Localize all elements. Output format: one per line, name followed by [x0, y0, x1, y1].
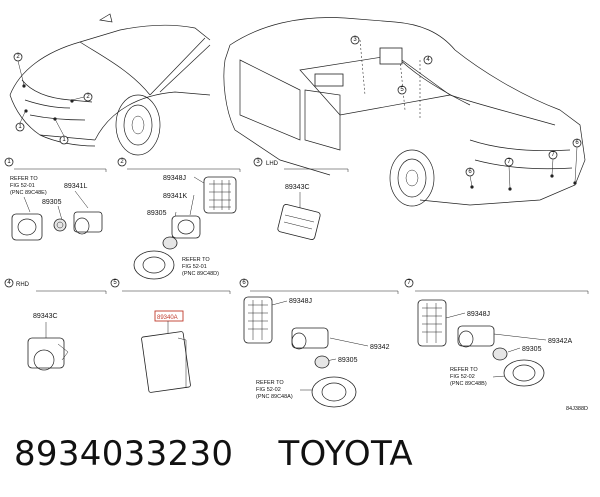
svg-text:1: 1: [62, 137, 66, 143]
panel-1-refer-line-2: FIG 52-01: [10, 183, 35, 189]
panel-1-refer-line-1: REFER TO: [10, 176, 38, 182]
svg-text:4: 4: [426, 57, 430, 63]
panel-4: 4 RHD 89343C: [4, 278, 107, 371]
panel-1-refer-line-3: (PNC 89C48E): [10, 190, 47, 196]
panel-2-refer-line-3: (PNC 89C48D): [182, 271, 219, 277]
panel-4-qualifier: RHD: [16, 282, 30, 288]
svg-text:2: 2: [16, 54, 20, 60]
svg-text:7: 7: [551, 152, 555, 158]
bottom-caption: 8934033230 TOYOTA: [14, 434, 594, 484]
panel-3-part-89343C: 89343C: [285, 184, 310, 191]
panel-7: 7 89348J 89342A 89305 REFER TO FIG 52-02…: [404, 278, 589, 387]
panel-1-id: 1: [7, 159, 11, 165]
diagram-code: 84J388D: [566, 406, 588, 412]
panel-7-refer-line-2: FIG 52-02: [450, 374, 475, 380]
panel-4-id: 4: [7, 280, 11, 286]
panel-7-refer-line-3: (PNC 89C48B): [450, 381, 487, 387]
svg-text:7: 7: [507, 159, 511, 165]
svg-text:5: 5: [400, 87, 404, 93]
panel-6: 6 89348J 89342 89305 REFER TO FIG 52-02 …: [239, 278, 399, 408]
panel-7-refer-line-1: REFER TO: [450, 367, 478, 373]
svg-text:3: 3: [353, 37, 357, 43]
panel-7-part-89348J: 89348J: [467, 311, 490, 318]
panel-6-id: 6: [242, 280, 246, 286]
svg-text:1: 1: [18, 124, 22, 130]
panel-3-id: 3: [256, 159, 260, 165]
panel-7-part-89305: 89305: [522, 346, 542, 353]
panel-6-part-89342: 89342: [370, 344, 390, 351]
panel-7-part-89342A: 89342A: [548, 338, 572, 345]
caption-brand: TOYOTA: [278, 434, 413, 474]
svg-text:2: 2: [86, 94, 90, 100]
panel-2-part-89348J: 89348J: [163, 175, 186, 182]
panel-3-qualifier: LHD: [266, 161, 279, 167]
svg-text:6: 6: [575, 140, 579, 146]
panel-2-refer-line-1: REFER TO: [182, 257, 210, 263]
parts-diagram: 2 2 1 1 3 4 5 6 7 7 6: [4, 13, 589, 412]
panel-2: 2 89348J 89341K 89305 REFER TO FIG 52-01…: [117, 157, 241, 280]
panel-2-id: 2: [120, 159, 124, 165]
rear-car-illustration: 3 4 5 6 7 7 6: [223, 17, 586, 207]
panel-1-part-89341L: 89341L: [64, 183, 87, 190]
panel-4-part-89343C: 89343C: [33, 313, 58, 320]
panel-2-refer-line-2: FIG 52-01: [182, 264, 207, 270]
panel-6-refer-line-3: (PNC 89C48A): [256, 394, 293, 400]
panel-3: 3 LHD 89343C: [253, 157, 349, 240]
panel-2-part-89305: 89305: [147, 210, 167, 217]
panel-2-part-89341K: 89341K: [163, 193, 187, 200]
panel-5: 5 89340A: [110, 278, 231, 393]
panel-5-id: 5: [113, 280, 117, 286]
svg-text:6: 6: [468, 169, 472, 175]
panel-1-part-89305: 89305: [42, 199, 62, 206]
panel-6-part-89348J: 89348J: [289, 298, 312, 305]
panel-1: 1 REFER TO FIG 52-01 (PNC 89C48E) 89341L…: [4, 157, 107, 241]
caption-part-number: 8934033230: [14, 434, 234, 474]
panel-7-id: 7: [407, 280, 411, 286]
front-car-illustration: 2 2 1 1: [9, 13, 211, 156]
panel-6-refer-line-1: REFER TO: [256, 380, 284, 386]
panel-6-refer-line-2: FIG 52-02: [256, 387, 281, 393]
panel-6-part-89305: 89305: [338, 357, 358, 364]
panel-5-part-89340A: 89340A: [157, 315, 178, 321]
